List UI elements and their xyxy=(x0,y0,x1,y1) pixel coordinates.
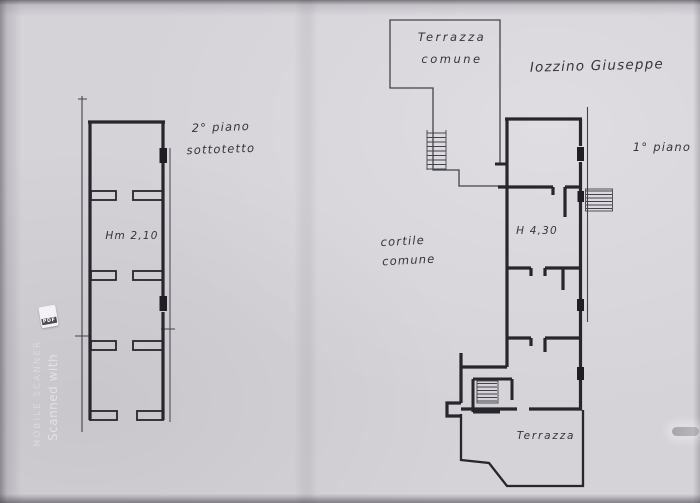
wall-slab xyxy=(90,270,117,281)
window-marker xyxy=(577,299,584,311)
right-plan: Terrazza comune Iozzino Giuseppe 1° pian… xyxy=(380,19,691,488)
stairwell-walls xyxy=(445,353,507,418)
pdf-icon-label: PDF xyxy=(41,316,58,326)
courtyard-label-line2: comune xyxy=(382,252,436,269)
left-plan-title-line1: 2° piano xyxy=(192,119,251,135)
wall-slab xyxy=(132,340,164,351)
left-plan-interior-walls xyxy=(89,190,164,421)
terrace-label: Terrazza xyxy=(517,430,576,442)
exterior-stair-hatch xyxy=(585,188,613,212)
window-marker xyxy=(159,148,167,163)
wall-slab xyxy=(132,270,164,281)
wall-slab xyxy=(90,340,117,351)
left-plan: 2° piano sottotetto Hm 2,10 xyxy=(75,96,255,432)
wall-slab xyxy=(90,190,117,201)
window-marker xyxy=(159,296,167,311)
courtyard-label-line1: cortile xyxy=(380,233,425,249)
left-plan-title-line2: sottotetto xyxy=(186,141,255,157)
window-marker xyxy=(577,191,584,202)
terrace-outline xyxy=(459,410,585,488)
interior-wall-1 xyxy=(498,185,582,217)
inner-stair-hatch xyxy=(476,380,499,404)
bottom-wall-slab xyxy=(89,410,118,421)
bottom-wall-slab xyxy=(136,410,164,421)
common-terrace-outline xyxy=(389,19,505,187)
right-plan-title: 1° piano xyxy=(633,140,691,154)
stair-box xyxy=(471,377,514,414)
terrace-common-label-line2: comune xyxy=(421,52,482,66)
scan-edge-smudge xyxy=(672,427,699,436)
owner-name-label: Iozzino Giuseppe xyxy=(530,56,664,76)
right-room-height-label: H 4,30 xyxy=(516,225,558,237)
left-room-height-label: Hm 2,10 xyxy=(105,230,158,242)
wall-slab xyxy=(132,190,164,201)
terrace-stair-hatch xyxy=(426,130,447,170)
window-marker xyxy=(577,367,584,380)
interior-wall-3 xyxy=(507,336,582,352)
left-boundary-ticks xyxy=(75,98,90,337)
pdf-file-icon: PDF xyxy=(38,304,59,329)
window-marker xyxy=(577,147,584,161)
interior-wall-2 xyxy=(507,266,582,290)
terrace-common-label-line1: Terrazza xyxy=(418,30,486,44)
